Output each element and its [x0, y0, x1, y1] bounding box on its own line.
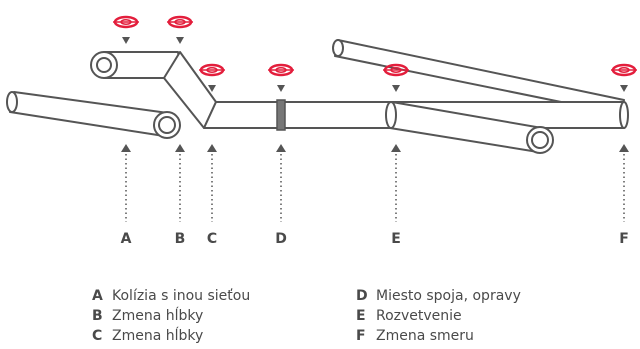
arrow-down-icon — [392, 85, 400, 92]
pipe-b-open-end-inner — [96, 57, 112, 73]
sensor-icon — [113, 15, 139, 29]
legend-key: E — [356, 308, 366, 324]
leader-line-c — [207, 144, 217, 222]
legend-text: Kolízia s inou sieťou — [112, 288, 251, 304]
legend-item-b: B Zmena hĺbky — [92, 306, 250, 326]
marker-label-e: E — [391, 231, 401, 247]
sensor-icon — [383, 63, 409, 77]
pipe-a-left-end — [6, 91, 18, 113]
legend-text: Zmena smeru — [376, 328, 474, 344]
marker-label-f: F — [619, 231, 629, 247]
arrow-down-icon — [122, 37, 130, 44]
legend-text: Miesto spoja, opravy — [376, 288, 521, 304]
legend-key: F — [356, 328, 366, 344]
leader-line-f — [619, 144, 629, 222]
legend-right: D Miesto spoja, opravy E Rozvetvenie F Zmen… — [356, 286, 521, 346]
legend-text: Rozvetvenie — [376, 308, 462, 324]
marker-label-b: B — [175, 231, 186, 247]
sensor-icon — [268, 63, 294, 77]
legend-key: C — [92, 328, 103, 344]
marker-label-c: C — [207, 231, 217, 247]
arrow-down-icon — [620, 85, 628, 92]
legend-text: Zmena hĺbky — [112, 308, 204, 324]
leader-line-b — [175, 144, 185, 222]
legend-left: A Kolízia s inou sieťou B Zmena hĺbky C Zme… — [92, 286, 250, 346]
legend-text: Zmena hĺbky — [112, 328, 204, 344]
legend-item-a: A Kolízia s inou sieťou — [92, 286, 250, 306]
sensor-icon — [167, 15, 193, 29]
pipe-branch-open-end-inner — [531, 131, 549, 149]
legend-key: A — [92, 288, 103, 304]
legend-key: B — [92, 308, 103, 324]
joint-d — [276, 99, 286, 131]
legend-item-d: D Miesto spoja, opravy — [356, 286, 521, 306]
legend-item-c: C Zmena hĺbky — [92, 326, 250, 346]
marker-label-a: A — [121, 231, 132, 247]
marker-label-d: D — [275, 231, 287, 247]
pipe-a-open-end-inner — [158, 116, 176, 134]
sensor-icon — [199, 63, 225, 77]
pipe-a — [9, 91, 169, 137]
legend-item-e: E Rozvetvenie — [356, 306, 521, 326]
arrow-down-icon — [208, 85, 216, 92]
arrow-down-icon — [277, 85, 285, 92]
arrow-down-icon — [176, 37, 184, 44]
leader-line-d — [276, 144, 286, 222]
leader-line-a — [121, 144, 131, 222]
legend-key: D — [356, 288, 368, 304]
pipe-branch-lower-right-left-end — [385, 101, 397, 129]
pipe-main-right-end — [619, 101, 629, 129]
legend-item-f: F Zmena smeru — [356, 326, 521, 346]
leader-line-e — [391, 144, 401, 222]
pipe-branch-upper-right-end — [332, 39, 344, 57]
sensor-icon — [611, 63, 637, 77]
